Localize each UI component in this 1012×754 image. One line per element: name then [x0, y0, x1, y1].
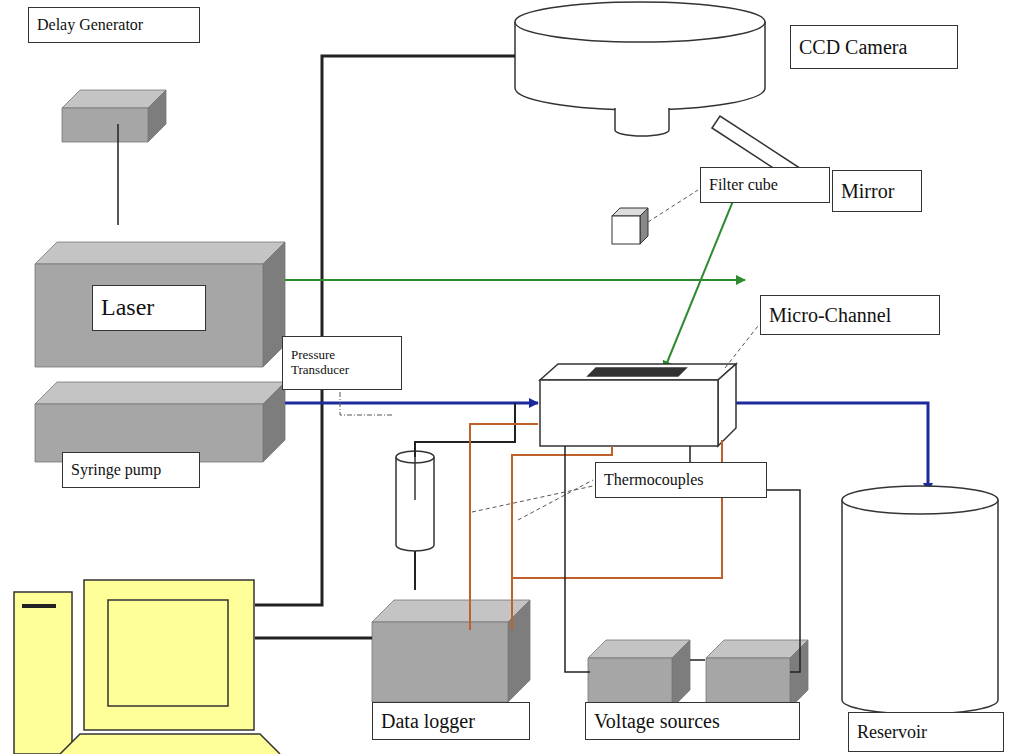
label-box: Data logger: [372, 702, 530, 740]
device-box: [35, 382, 285, 462]
label-box: Pressure Transducer: [282, 336, 402, 390]
label-text: Delay Generator: [37, 16, 143, 34]
leader-line: [472, 480, 593, 520]
device-box: [35, 242, 285, 367]
label-box: Delay Generator: [28, 7, 200, 43]
label-text: Laser: [101, 294, 154, 322]
label-box: Laser: [92, 285, 206, 331]
label-text: Pressure Transducer: [291, 348, 393, 378]
label-text: Voltage sources: [594, 710, 720, 733]
device-box: [372, 600, 530, 702]
reservoir: [842, 486, 998, 714]
micro-channel: [540, 364, 736, 446]
computer: [14, 580, 280, 754]
label-text: Syringe pump: [71, 461, 161, 479]
device-box: [588, 640, 690, 708]
thermocouple-wire: [470, 424, 722, 630]
flow-line: [285, 402, 538, 405]
pressure-transducer: [396, 451, 434, 551]
laser-beam: [664, 174, 744, 370]
label-box: Thermocouples: [595, 462, 767, 498]
leader-line: [725, 326, 758, 368]
label-box: Filter cube: [700, 167, 830, 203]
label-box: Syringe pump: [62, 452, 200, 488]
label-box: Mirror: [832, 170, 922, 212]
trigger-cable: [117, 124, 119, 225]
filter-cube: [612, 208, 648, 244]
label-box: CCD Camera: [790, 25, 958, 69]
label-text: Data logger: [381, 710, 475, 733]
camera-cable: [255, 56, 515, 605]
leader-line: [648, 190, 698, 222]
leader-line: [340, 392, 394, 415]
label-box: Reservoir: [848, 712, 1004, 752]
laser-beam: [285, 279, 745, 281]
sensor-cable: [414, 551, 416, 590]
label-text: Thermocouples: [604, 471, 704, 489]
label-text: Filter cube: [709, 176, 778, 194]
electrode-wire: [565, 446, 800, 672]
label-text: Reservoir: [857, 722, 927, 743]
label-text: CCD Camera: [799, 36, 907, 59]
device-box: [62, 90, 166, 142]
label-box: Voltage sources: [585, 702, 800, 740]
sensor-tube: [415, 403, 515, 457]
label-text: Mirror: [841, 180, 894, 203]
label-text: Micro-Channel: [769, 304, 891, 327]
ccd-camera: [515, 2, 765, 136]
logger-cable: [255, 637, 372, 640]
label-box: Micro-Channel: [760, 295, 940, 335]
device-box: [706, 640, 808, 708]
